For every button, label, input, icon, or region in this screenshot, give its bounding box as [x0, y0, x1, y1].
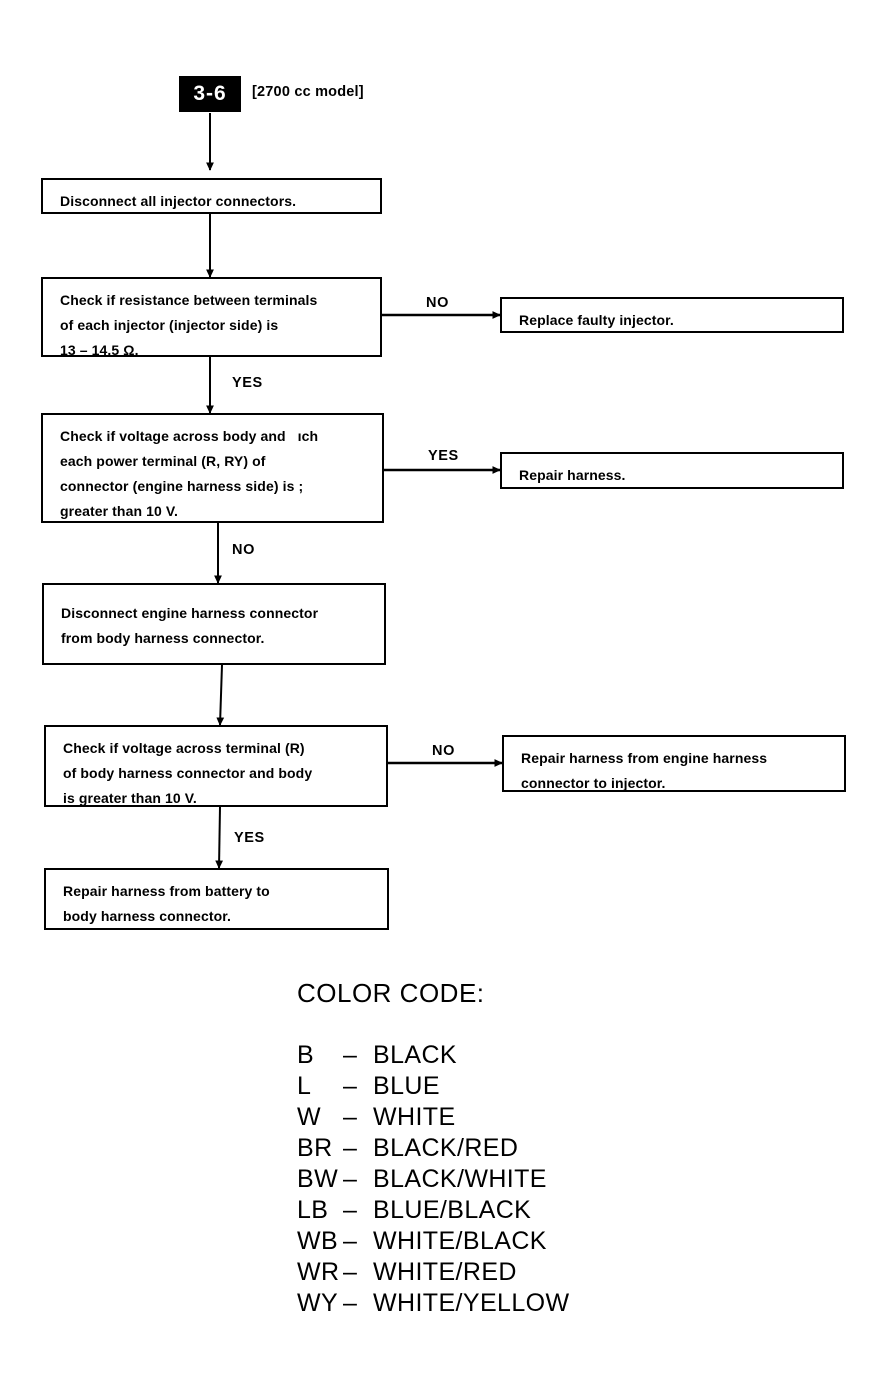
branch-label-body-voltage-no: NO — [432, 743, 455, 759]
color-code-name: WHITE/RED — [373, 1258, 517, 1286]
branch-label-resistance-no: NO — [426, 295, 449, 311]
color-code-dash: – — [343, 1103, 358, 1131]
color-code-name: BLUE — [373, 1072, 440, 1100]
node-line: greater than 10 V. — [60, 503, 179, 519]
node-disconnect-engine-harness-connector: Disconnect engine harness connector from… — [42, 583, 386, 665]
node-check-injector-resistance: Check if resistance between terminals of… — [41, 277, 382, 358]
node-line: connector (engine harness side) is ; — [60, 478, 304, 494]
node-line: of body harness connector and body — [63, 765, 313, 781]
color-code-dash: – — [343, 1041, 358, 1069]
color-code-abbr: L — [297, 1072, 312, 1100]
color-code-row: WY–WHITE/YELLOW — [297, 1288, 717, 1319]
branch-label-resistance-yes: YES — [232, 375, 263, 391]
color-code-dash: – — [343, 1289, 358, 1317]
node-line: connector to injector. — [521, 775, 666, 791]
color-code-row: B–BLACK — [297, 1040, 717, 1071]
node-line: is greater than 10 V. — [63, 790, 197, 806]
model-note-label: [2700 cc model] — [252, 84, 364, 100]
branch-label-body-voltage-yes: YES — [234, 830, 265, 846]
node-line: Check if resistance between terminals — [60, 292, 318, 308]
node-line: Check if voltage across terminal (R) — [63, 740, 305, 756]
color-code-dash: – — [343, 1072, 358, 1100]
color-code-abbr: W — [297, 1103, 321, 1131]
node-check-power-terminal-voltage: Check if voltage across body and ıch eac… — [41, 413, 384, 523]
color-code-abbr: WR — [297, 1258, 340, 1286]
node-line: 13 – 14.5 Ω. — [60, 342, 139, 358]
node-check-body-harness-voltage: Check if voltage across terminal (R) of … — [44, 725, 388, 807]
color-code-name: BLACK — [373, 1041, 457, 1069]
node-repair-harness-engine-to-injector: Repair harness from engine harness conne… — [502, 735, 846, 792]
color-code-name: BLACK/RED — [373, 1134, 519, 1162]
node-line: Disconnect engine harness connector — [61, 605, 319, 621]
color-code-name: BLUE/BLACK — [373, 1196, 532, 1224]
node-line: Repair harness from engine harness — [521, 750, 768, 766]
color-code-abbr: WY — [297, 1289, 339, 1317]
color-code-row: BW–BLACK/WHITE — [297, 1164, 717, 1195]
node-line: Repair harness from battery to — [63, 883, 270, 899]
node-line: Check if voltage across body and ıch — [60, 428, 319, 444]
color-code-row: WR–WHITE/RED — [297, 1257, 717, 1288]
branch-label-power-voltage-no: NO — [232, 542, 255, 558]
color-code-row: L –BLUE — [297, 1071, 717, 1102]
node-line: Replace faulty injector. — [519, 312, 674, 328]
color-code-abbr: WB — [297, 1227, 339, 1255]
color-code-row: W–WHITE — [297, 1102, 717, 1133]
color-code-abbr: LB — [297, 1196, 329, 1224]
color-code-abbr: BW — [297, 1165, 339, 1193]
color-code-abbr: BR — [297, 1134, 333, 1162]
color-code-abbr: B — [297, 1041, 315, 1069]
node-line: each power terminal (R, RY) of — [60, 453, 266, 469]
branch-label-power-voltage-yes: YES — [428, 448, 459, 464]
step-number-badge: 3-6 — [179, 76, 241, 112]
node-line: from body harness connector. — [61, 630, 265, 646]
color-code-title: COLOR CODE: — [297, 978, 485, 1008]
color-code-row: LB–BLUE/BLACK — [297, 1195, 717, 1226]
color-code-name: BLACK/WHITE — [373, 1165, 547, 1193]
node-replace-faulty-injector: Replace faulty injector. — [500, 297, 844, 333]
node-disconnect-injector-connectors: Disconnect all injector connectors. — [41, 178, 382, 214]
color-code-dash: – — [343, 1165, 358, 1193]
node-line: body harness connector. — [63, 908, 232, 924]
color-code-name: WHITE — [373, 1103, 456, 1131]
color-code-name: WHITE/YELLOW — [373, 1289, 570, 1317]
node-line: of each injector (injector side) is — [60, 317, 279, 333]
node-repair-harness-battery-to-body: Repair harness from battery to body harn… — [44, 868, 389, 930]
color-code-dash: – — [343, 1134, 358, 1162]
node-line: Disconnect all injector connectors. — [60, 193, 297, 209]
node-repair-harness: Repair harness. — [500, 452, 844, 489]
color-code-row: BR–BLACK/RED — [297, 1133, 717, 1164]
node-line: Repair harness. — [519, 467, 626, 483]
color-code-dash: – — [343, 1196, 358, 1224]
color-code-name: WHITE/BLACK — [373, 1227, 547, 1255]
color-code-dash: – — [343, 1258, 358, 1286]
color-code-dash: – — [343, 1227, 358, 1255]
color-code-row: WB–WHITE/BLACK — [297, 1226, 717, 1257]
